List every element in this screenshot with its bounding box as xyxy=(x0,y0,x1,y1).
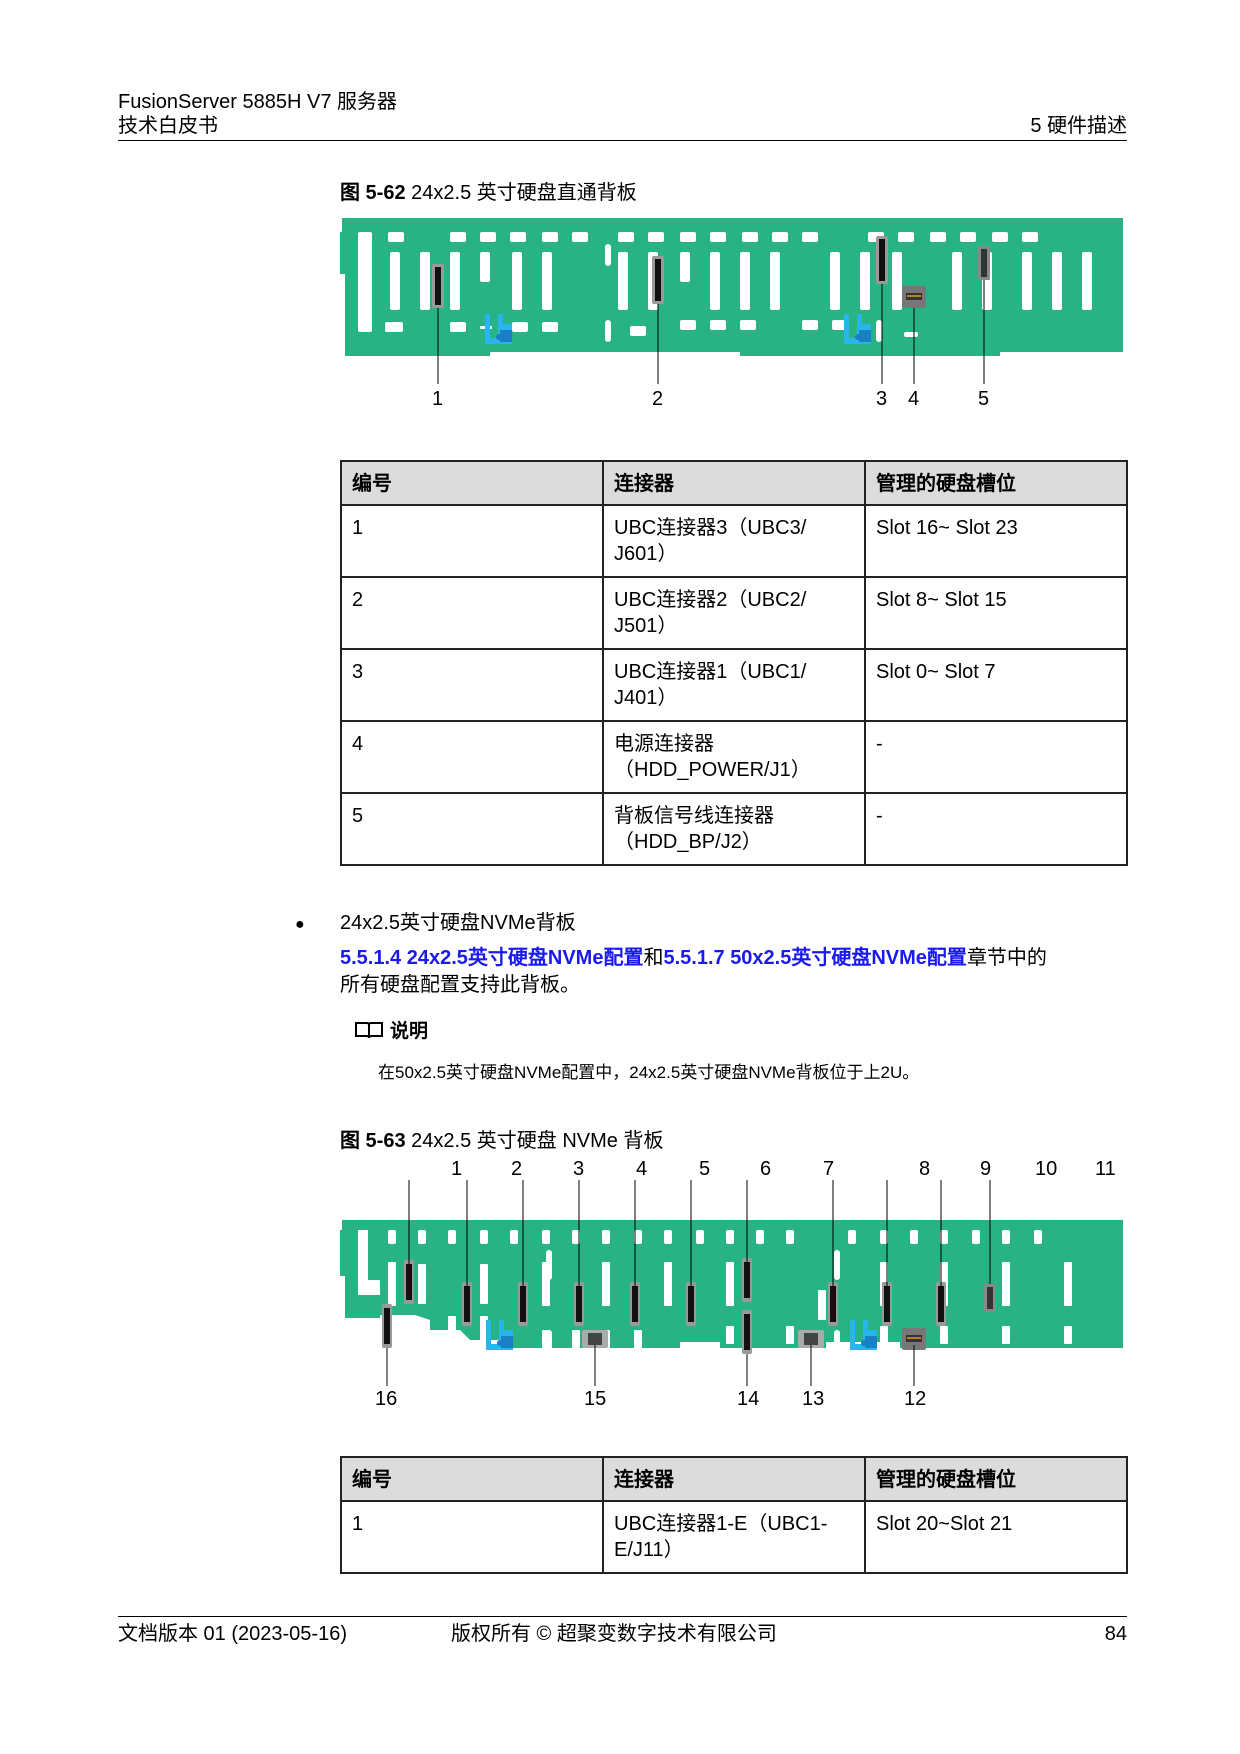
header-chapter: 5 硬件描述 xyxy=(1030,115,1127,137)
cell-connector: UBC连接器3（UBC3/ J601） xyxy=(602,504,866,578)
header-doc-type: 技术白皮书 xyxy=(118,115,218,137)
cell-slots: Slot 16~ Slot 23 xyxy=(864,504,1128,578)
footer-page-number: 84 xyxy=(1104,1623,1127,1645)
callout-4: 4 xyxy=(636,1158,648,1180)
bullet-line2: 所有硬盘配置支持此背板。 xyxy=(340,974,580,996)
table-row: 1 UBC连接器3（UBC3/ J601） Slot 16~ Slot 23 xyxy=(340,504,1128,578)
header-divider xyxy=(118,140,1127,141)
note-title: 说明 xyxy=(390,1021,429,1042)
backplane-diagram-nvme xyxy=(340,1180,1123,1386)
bp-signal-connector xyxy=(984,1284,996,1312)
callout-14: 14 xyxy=(737,1388,760,1410)
callout-3: 3 xyxy=(876,388,888,410)
ubc-connector-2 xyxy=(652,256,664,304)
suffix-text: 章节中的 xyxy=(966,947,1047,969)
cell-number: 3 xyxy=(340,648,604,722)
latch-left xyxy=(485,314,512,344)
cell-number: 4 xyxy=(340,720,604,794)
callout-3: 3 xyxy=(573,1158,585,1180)
cell-number: 5 xyxy=(340,792,604,866)
note-header: 说明 xyxy=(354,1016,428,1043)
callout-13: 13 xyxy=(802,1388,825,1410)
callout-2: 2 xyxy=(511,1158,523,1180)
col-header-slots: 管理的硬盘槽位 xyxy=(864,1456,1128,1502)
cell-number: 1 xyxy=(340,504,604,578)
footer-copyright: 版权所有 © 超聚变数字技术有限公司 xyxy=(451,1623,777,1645)
cell-connector: UBC连接器1（UBC1/ J401） xyxy=(602,648,866,722)
figure-title: 24x2.5 英寸硬盘 NVMe 背板 xyxy=(411,1130,664,1152)
table-row: 5 背板信号线连接器 （HDD_BP/J2） - xyxy=(340,792,1128,866)
table-row: 4 电源连接器 （HDD_POWER/J1） - xyxy=(340,720,1128,794)
callout-4: 4 xyxy=(908,388,920,410)
ubc-connectors xyxy=(382,1258,946,1354)
callout-11: 11 xyxy=(1095,1158,1116,1180)
note-text: 在50x2.5英寸硬盘NVMe配置中，24x2.5英寸硬盘NVMe背板位于上2U… xyxy=(378,1063,920,1082)
joiner-text: 和 xyxy=(643,947,664,969)
connector-table-passthrough: 编号 连接器 管理的硬盘槽位 1 UBC连接器3（UBC3/ J601） Slo… xyxy=(340,460,1128,866)
figure-label: 图 5-62 xyxy=(340,182,406,204)
col-header-slots: 管理的硬盘槽位 xyxy=(864,460,1128,506)
bp-signal-connector xyxy=(978,246,990,280)
figure-label: 图 5-63 xyxy=(340,1130,406,1152)
col-header-number: 编号 xyxy=(340,1456,604,1502)
callout-8: 8 xyxy=(919,1158,931,1180)
callout-6: 6 xyxy=(760,1158,772,1180)
footer-divider xyxy=(118,1616,1127,1617)
cell-slots: - xyxy=(864,792,1128,866)
col-header-connector: 连接器 xyxy=(602,1456,866,1502)
pcb-board xyxy=(340,218,1123,356)
col-header-number: 编号 xyxy=(340,460,604,506)
cell-number: 1 xyxy=(340,1500,604,1574)
footer-version: 文档版本 01 (2023-05-16) xyxy=(118,1623,347,1645)
callout-16: 16 xyxy=(375,1388,398,1410)
latch-right xyxy=(844,314,871,344)
link-5-5-1-7[interactable]: 5.5.1.7 50x2.5英寸硬盘NVMe配置 xyxy=(663,947,967,969)
latch-left xyxy=(486,1320,513,1350)
col-header-connector: 连接器 xyxy=(602,460,866,506)
callout-5: 5 xyxy=(978,388,990,410)
callout-1: 1 xyxy=(432,388,444,410)
bullet-icon: ● xyxy=(295,916,305,933)
callout-10: 10 xyxy=(1035,1158,1058,1180)
callout-12: 12 xyxy=(904,1388,927,1410)
book-icon xyxy=(355,1021,383,1038)
backplane-diagram-passthrough xyxy=(340,218,1123,384)
callout-2: 2 xyxy=(652,388,664,410)
header-product: FusionServer 5885H V7 服务器 xyxy=(118,91,398,113)
cell-connector: 背板信号线连接器 （HDD_BP/J2） xyxy=(602,792,866,866)
callout-5: 5 xyxy=(699,1158,711,1180)
cell-slots: Slot 20~Slot 21 xyxy=(864,1500,1128,1574)
cell-slots: - xyxy=(864,720,1128,794)
power-connectors xyxy=(582,1328,926,1350)
power-connector xyxy=(902,286,926,308)
latch-right xyxy=(850,1320,877,1350)
bullet-title: 24x2.5英寸硬盘NVMe背板 xyxy=(340,912,576,934)
callout-1: 1 xyxy=(451,1158,463,1180)
cell-connector: UBC连接器2（UBC2/ J501） xyxy=(602,576,866,650)
table-header-row: 编号 连接器 管理的硬盘槽位 xyxy=(340,460,1128,506)
table-row: 1 UBC连接器1-E（UBC1- E/J11） Slot 20~Slot 21 xyxy=(340,1500,1128,1574)
ubc-connector-3 xyxy=(432,264,444,308)
cell-slots: Slot 8~ Slot 15 xyxy=(864,576,1128,650)
cell-number: 2 xyxy=(340,576,604,650)
cell-slots: Slot 0~ Slot 7 xyxy=(864,648,1128,722)
callout-9: 9 xyxy=(980,1158,992,1180)
figure-title: 24x2.5 英寸硬盘直通背板 xyxy=(411,182,637,204)
table-header-row: 编号 连接器 管理的硬盘槽位 xyxy=(340,1456,1128,1502)
bullet-description: 5.5.1.4 24x2.5英寸硬盘NVMe配置和5.5.1.7 50x2.5英… xyxy=(340,945,1130,972)
callout-15: 15 xyxy=(584,1388,607,1410)
figure-5-63-caption: 图 5-63 24x2.5 英寸硬盘 NVMe 背板 xyxy=(340,1124,663,1153)
table-row: 2 UBC连接器2（UBC2/ J501） Slot 8~ Slot 15 xyxy=(340,576,1128,650)
callout-7: 7 xyxy=(823,1158,835,1180)
table-row: 3 UBC连接器1（UBC1/ J401） Slot 0~ Slot 7 xyxy=(340,648,1128,722)
cell-connector: UBC连接器1-E（UBC1- E/J11） xyxy=(602,1500,866,1574)
figure-5-62-caption: 图 5-62 24x2.5 英寸硬盘直通背板 xyxy=(340,176,637,205)
link-5-5-1-4[interactable]: 5.5.1.4 24x2.5英寸硬盘NVMe配置 xyxy=(340,947,644,969)
cell-connector: 电源连接器 （HDD_POWER/J1） xyxy=(602,720,866,794)
connector-table-nvme: 编号 连接器 管理的硬盘槽位 1 UBC连接器1-E（UBC1- E/J11） … xyxy=(340,1456,1128,1574)
ubc-connector-1 xyxy=(876,236,888,284)
